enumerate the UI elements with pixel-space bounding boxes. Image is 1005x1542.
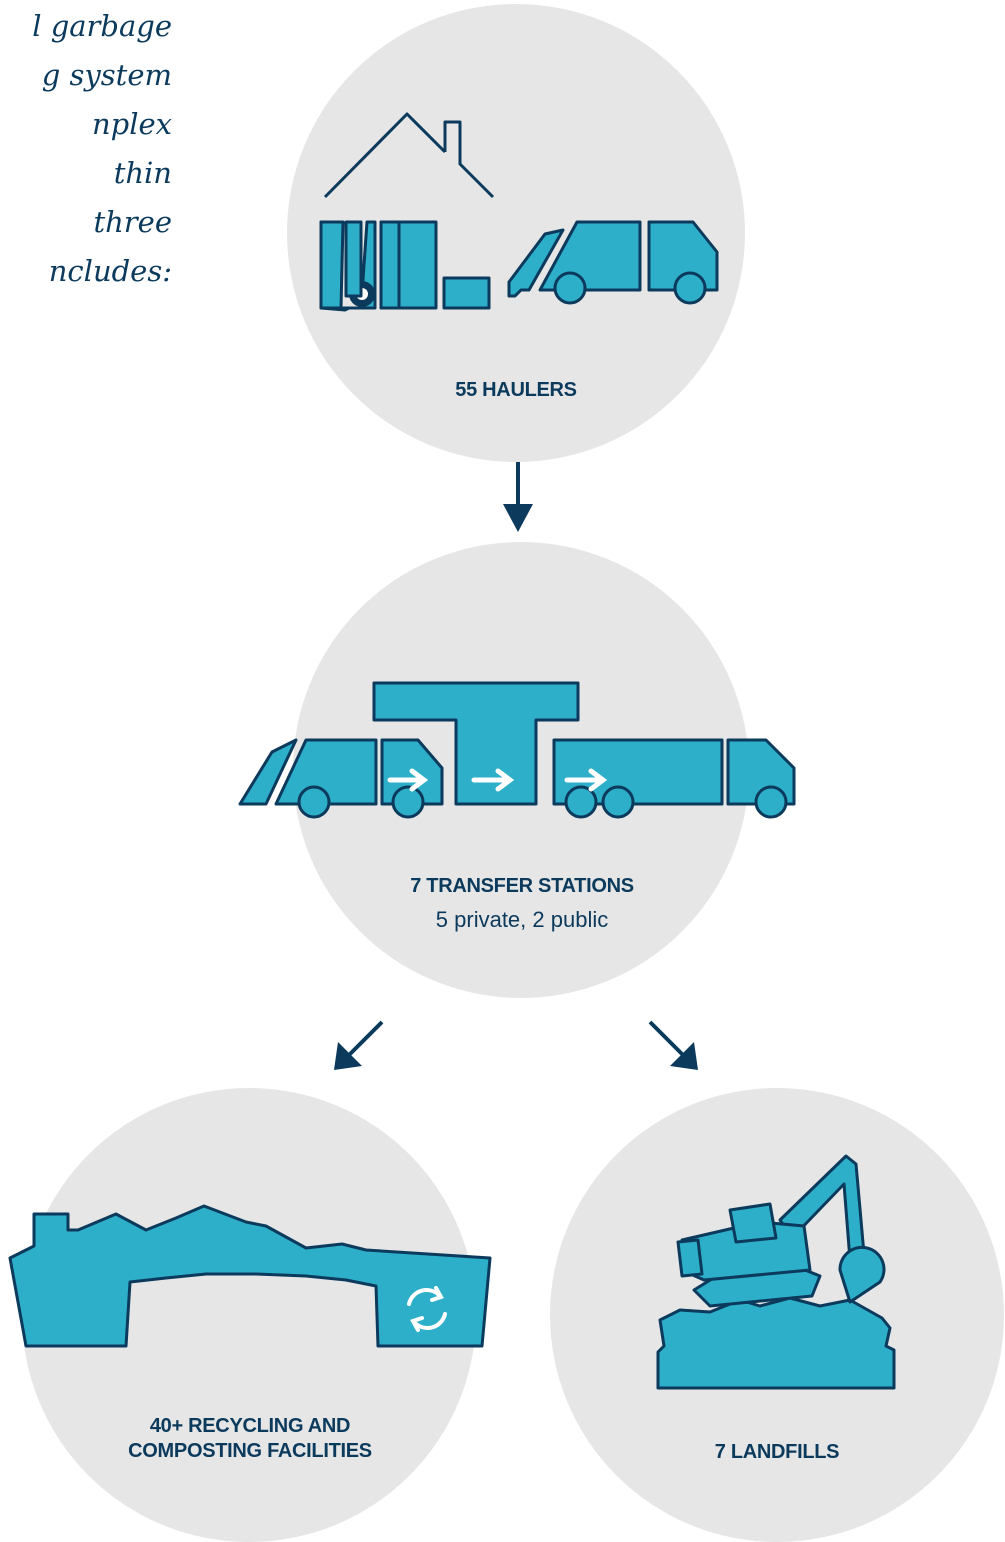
recycling-label-line2: COMPOSTING FACILITIES	[128, 1440, 372, 1462]
intro-line: ncludes:	[48, 254, 172, 288]
landfills-label: 7 LANDFILLS	[714, 1441, 840, 1463]
intro-line: nplex	[91, 107, 172, 141]
intro-text: l garbage g system nplex thin three nclu…	[0, 2, 172, 296]
recycling-building	[8, 1204, 492, 1348]
intro-line: g system	[41, 58, 172, 92]
house-bins-truck-icon	[319, 112, 719, 312]
intro-line: three	[93, 205, 172, 239]
arrow-down-right-icon	[648, 1020, 698, 1070]
arrow-down-icon	[503, 462, 533, 532]
transfer-sublabel: 5 private, 2 public	[435, 907, 609, 932]
intro-line: thin	[113, 156, 172, 190]
intro-line: l garbage	[32, 9, 172, 43]
transfer-station-icon	[238, 681, 796, 819]
recycling-label-line1: 40+ RECYCLING AND	[149, 1415, 351, 1437]
arrow-down-left-icon	[334, 1020, 384, 1070]
haulers-label: 55 HAULERS	[455, 379, 577, 401]
transfer-label: 7 TRANSFER STATIONS	[410, 875, 634, 897]
excavator-landfill-icon	[656, 1154, 896, 1390]
